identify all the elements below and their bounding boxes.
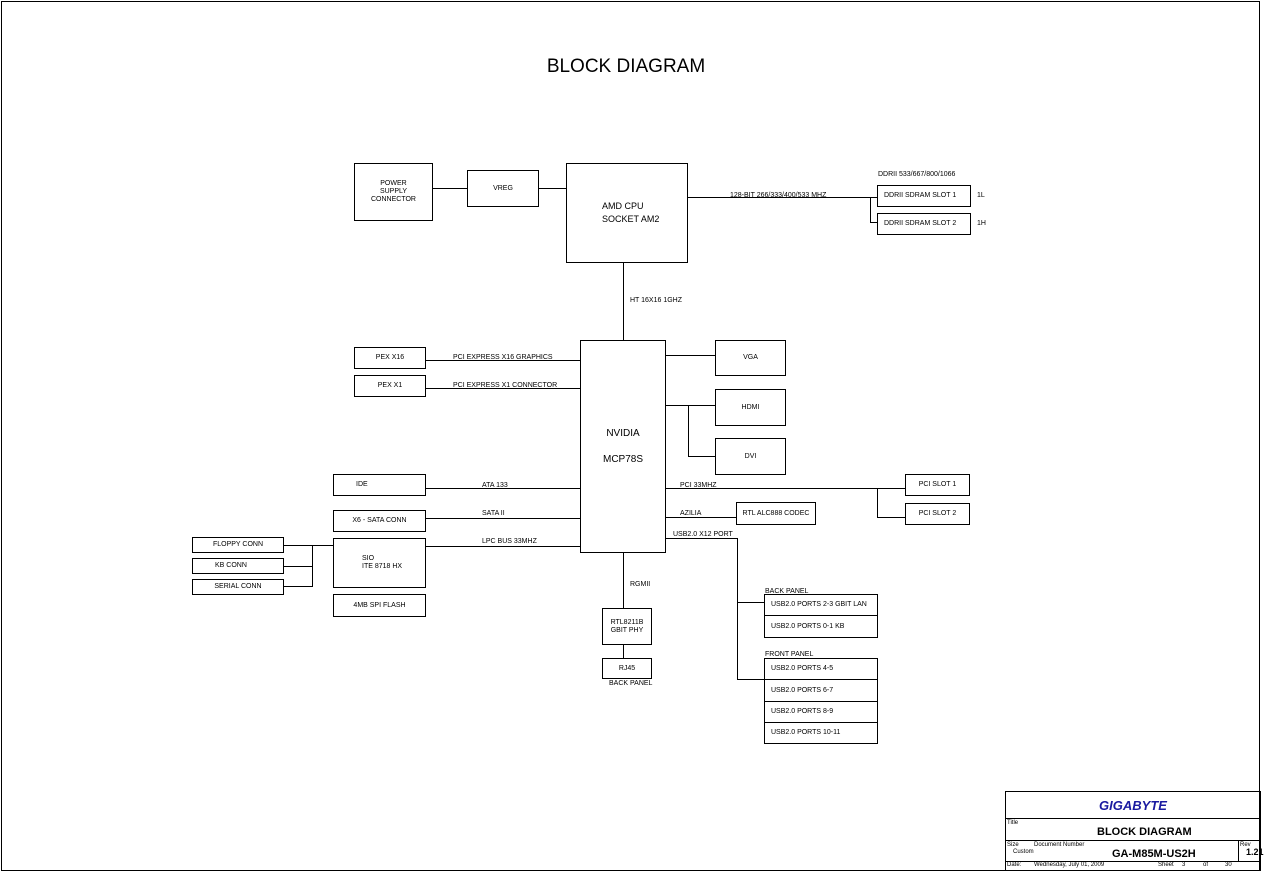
serial-connector-block: SERIAL CONN bbox=[192, 579, 284, 595]
wire-usb-front bbox=[737, 679, 765, 680]
lpc-bus-label: LPC BUS 33MHZ bbox=[482, 538, 537, 545]
pci-bus-label: PCI 33MHZ bbox=[680, 482, 717, 489]
sheet-value: 3 bbox=[1182, 862, 1186, 868]
usb-back-panel-label: BACK PANEL bbox=[765, 588, 809, 595]
title-block-divider-3 bbox=[1006, 861, 1260, 862]
wire-pex-x16 bbox=[425, 360, 581, 361]
wire-hdmi bbox=[665, 405, 716, 406]
pex-x16-bus-label: PCI EXPRESS X16 GRAPHICS bbox=[453, 354, 553, 361]
usb-front-panel-row-1: USB2.0 PORTS 4-5 bbox=[764, 658, 878, 680]
wire-pci bbox=[665, 488, 906, 489]
rgmii-label: RGMII bbox=[630, 581, 651, 588]
wire-phy-rj45 bbox=[623, 644, 624, 659]
wire-ht bbox=[623, 262, 624, 341]
ddr-slot-1-tag: 1L bbox=[977, 192, 985, 199]
title-block-divider-2 bbox=[1006, 840, 1260, 841]
wire-floppy bbox=[283, 545, 313, 546]
ddr-slot-2-tag: 1H bbox=[977, 220, 986, 227]
nvidia-mcp78s-block: NVIDIA MCP78S bbox=[580, 340, 666, 553]
rj45-back-panel-label: BACK PANEL bbox=[609, 680, 653, 687]
usb-back-panel-row-1: USB2.0 PORTS 2-3 GBIT LAN bbox=[764, 594, 878, 616]
wire-ddr-vertical bbox=[870, 197, 871, 223]
sata-connector-block: X6 - SATA CONN bbox=[333, 510, 426, 532]
title-block: GIGABYTE Title BLOCK DIAGRAM Size Custom… bbox=[1005, 791, 1264, 871]
ddr-speeds-label: DDRII 533/667/800/1066 bbox=[878, 171, 956, 178]
page-title: BLOCK DIAGRAM bbox=[546, 56, 706, 77]
pci-slot-1-block: PCI SLOT 1 bbox=[905, 474, 970, 496]
usb-bus-label: USB2.0 X12 PORT bbox=[673, 531, 733, 538]
rev-divider bbox=[1238, 840, 1239, 861]
date-caption: Date: bbox=[1007, 862, 1022, 868]
wire-vreg-cpu bbox=[538, 188, 567, 189]
wire-ddr-slot2 bbox=[870, 222, 878, 223]
vreg-block: VREG bbox=[467, 170, 539, 207]
hypertransport-label: HT 16X16 1GHZ bbox=[630, 297, 683, 304]
wire-kb bbox=[283, 566, 313, 567]
wire-rgmii bbox=[623, 552, 624, 609]
wire-azilia bbox=[665, 517, 737, 518]
vga-block: VGA bbox=[715, 340, 786, 376]
sio-block: SIO ITE 8718 HX bbox=[333, 538, 426, 588]
wire-lpc bbox=[425, 546, 581, 547]
wire-pex-x1 bbox=[425, 388, 581, 389]
wire-serial bbox=[283, 586, 313, 587]
rev-value: 1.21 bbox=[1246, 847, 1264, 857]
title-value: BLOCK DIAGRAM bbox=[1097, 826, 1192, 838]
sata-bus-label: SATA II bbox=[482, 510, 505, 517]
usb-front-panel-row-3: USB2.0 PORTS 8-9 bbox=[764, 701, 878, 723]
rev-caption: Rev bbox=[1240, 842, 1251, 848]
wire-pci-vertical bbox=[877, 488, 878, 518]
size-value: Custom bbox=[1013, 849, 1034, 855]
wire-cpu-ddr bbox=[687, 197, 878, 198]
wire-vga bbox=[665, 355, 716, 356]
usb-front-panel-label: FRONT PANEL bbox=[765, 651, 814, 658]
size-caption: Size bbox=[1007, 842, 1019, 848]
wire-sio-in bbox=[312, 545, 333, 546]
dvi-block: DVI bbox=[715, 438, 786, 475]
wire-psu-vreg bbox=[432, 188, 468, 189]
document-number-caption: Document Number bbox=[1034, 842, 1085, 848]
rj45-block: RJ45 bbox=[602, 658, 652, 679]
audio-codec-block: RTL ALC888 CODEC bbox=[736, 502, 816, 525]
total-sheets-value: 30 bbox=[1225, 862, 1232, 868]
date-value: Wednesday, July 01, 2009 bbox=[1034, 862, 1105, 868]
floppy-connector-block: FLOPPY CONN bbox=[192, 537, 284, 553]
wire-dvi-vertical bbox=[688, 405, 689, 457]
wire-sata bbox=[425, 518, 581, 519]
company-name: GIGABYTE bbox=[1099, 798, 1167, 813]
usb-front-panel-row-4: USB2.0 PORTS 10-11 bbox=[764, 722, 878, 744]
wire-pci-slot2 bbox=[877, 517, 906, 518]
title-block-divider-1 bbox=[1006, 818, 1260, 819]
gbit-phy-block: RTL8211B GBIT PHY bbox=[602, 608, 652, 645]
pex-x1-block: PEX X1 bbox=[354, 375, 426, 397]
pex-x16-block: PEX X16 bbox=[354, 347, 426, 369]
wire-ide bbox=[425, 488, 581, 489]
sheet-caption: Sheet bbox=[1158, 862, 1174, 868]
wire-dvi bbox=[688, 456, 716, 457]
cpu-block: AMD CPU SOCKET AM2 bbox=[566, 163, 688, 263]
usb-front-panel-row-2: USB2.0 PORTS 6-7 bbox=[764, 679, 878, 702]
pex-x1-bus-label: PCI EXPRESS X1 CONNECTOR bbox=[453, 382, 558, 389]
pci-slot-2-block: PCI SLOT 2 bbox=[905, 503, 970, 525]
of-caption: of bbox=[1203, 862, 1209, 868]
wire-usb-back bbox=[737, 602, 765, 603]
ddr-slot-2-block: DDRII SDRAM SLOT 2 bbox=[877, 213, 971, 235]
usb-back-panel-row-2: USB2.0 PORTS 0-1 KB bbox=[764, 615, 878, 638]
azilia-bus-label: AZILIA bbox=[680, 510, 702, 517]
title-caption: Title bbox=[1007, 820, 1019, 826]
ddr-slot-1-block: DDRII SDRAM SLOT 1 bbox=[877, 185, 971, 207]
spi-flash-block: 4MB SPI FLASH bbox=[333, 594, 426, 617]
ata-bus-label: ATA 133 bbox=[482, 482, 508, 489]
ide-block: IDE bbox=[333, 474, 426, 496]
wire-usb bbox=[665, 538, 738, 539]
hdmi-block: HDMI bbox=[715, 389, 786, 426]
power-supply-connector-block: POWER SUPPLY CONNECTOR bbox=[354, 163, 433, 221]
memory-bus-label: 128-BIT 266/333/400/533 MHZ bbox=[730, 192, 827, 199]
document-number-value: GA-M85M-US2H bbox=[1112, 848, 1196, 860]
kb-connector-block: KB CONN bbox=[192, 558, 284, 574]
wire-usb-vertical bbox=[737, 538, 738, 680]
